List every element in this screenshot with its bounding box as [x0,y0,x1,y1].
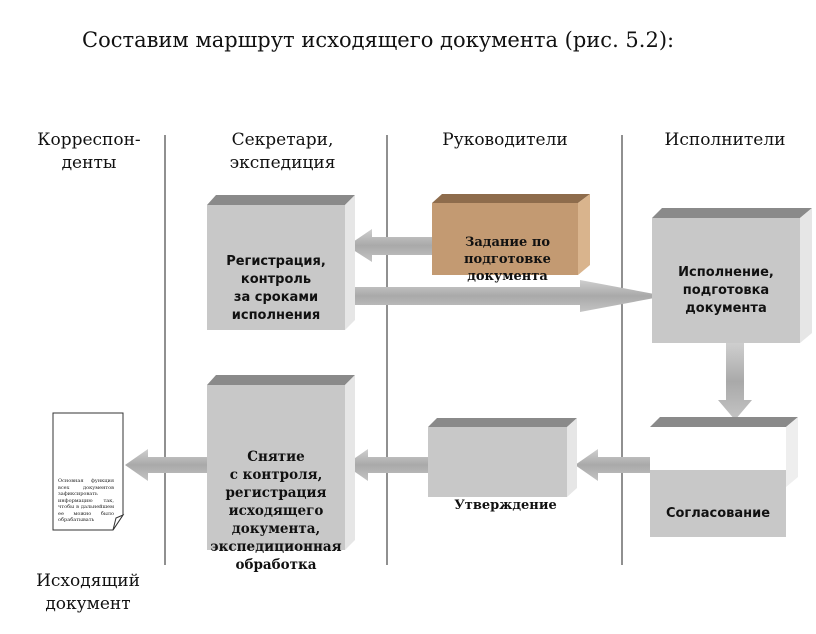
header-line: экспедиция [229,153,336,173]
arrow-approval-to-removal [345,449,428,481]
text-line: с контроля, [229,467,323,483]
text-line: исходящего [228,503,324,519]
header-line: Секретари, [231,130,334,150]
column-header-managers: Руководители [442,130,568,150]
box-approval [428,418,577,497]
box-registration [207,195,355,330]
lane-dividers [164,135,623,565]
text-line: обработка [235,557,317,573]
execution-text: Исполнение, подготовка документа [652,264,800,318]
box-execution [652,208,812,343]
text-line: документа [685,301,767,316]
text-line: Регистрация, [226,254,326,269]
text-line: контроль [240,272,312,287]
text-line: документа, [231,521,321,537]
column-header-secretaries: Секретари, экспедиция [215,129,350,175]
text-line: Снятие [247,449,305,465]
registration-text: Регистрация, контроль за сроками исполне… [207,253,345,325]
header-line: Корреспон- [37,130,141,150]
arrow-task-to-registration [347,229,432,262]
text-line: за сроками [233,290,319,305]
text-line: экспедиционная [210,539,342,555]
text-line: Исполнение, [678,265,774,280]
arrow-removal-to-correspondents [125,449,207,481]
outgoing-document-label: Исходящий документ [28,570,148,616]
document-text: Основная функция всех документов зафикси… [58,478,114,523]
box-agreement [650,417,798,537]
box-task [432,194,590,275]
text-line: регистрация [225,485,327,501]
text-line: Задание по [464,235,551,250]
header-line: денты [61,153,117,173]
document-icon [52,412,125,531]
arrow-agreement-to-approval [575,449,650,481]
label-line: документ [45,594,131,614]
column-header-executors: Исполнители [664,130,786,150]
text-line: подготовка [682,283,770,298]
column-header-correspondents: Корреспон- денты [30,129,148,175]
agreement-text: Согласование [665,506,771,521]
text-line: документа [467,269,548,284]
text-line: подготовке [464,252,551,267]
arrow-registration-to-execution [355,280,665,312]
label-line: Исходящий [36,571,140,591]
arrows [125,229,752,481]
removal-text: Снятие с контроля, регистрация исходящег… [200,448,352,574]
box-removal [207,375,355,550]
text-line: исполнения [231,308,321,323]
arrow-execution-to-agreement [718,343,752,420]
task-text: Задание по подготовке документа [440,234,575,285]
approval-text: Утверждение [454,498,557,513]
page-title: Составим маршрут исходящего документа (р… [82,28,675,52]
